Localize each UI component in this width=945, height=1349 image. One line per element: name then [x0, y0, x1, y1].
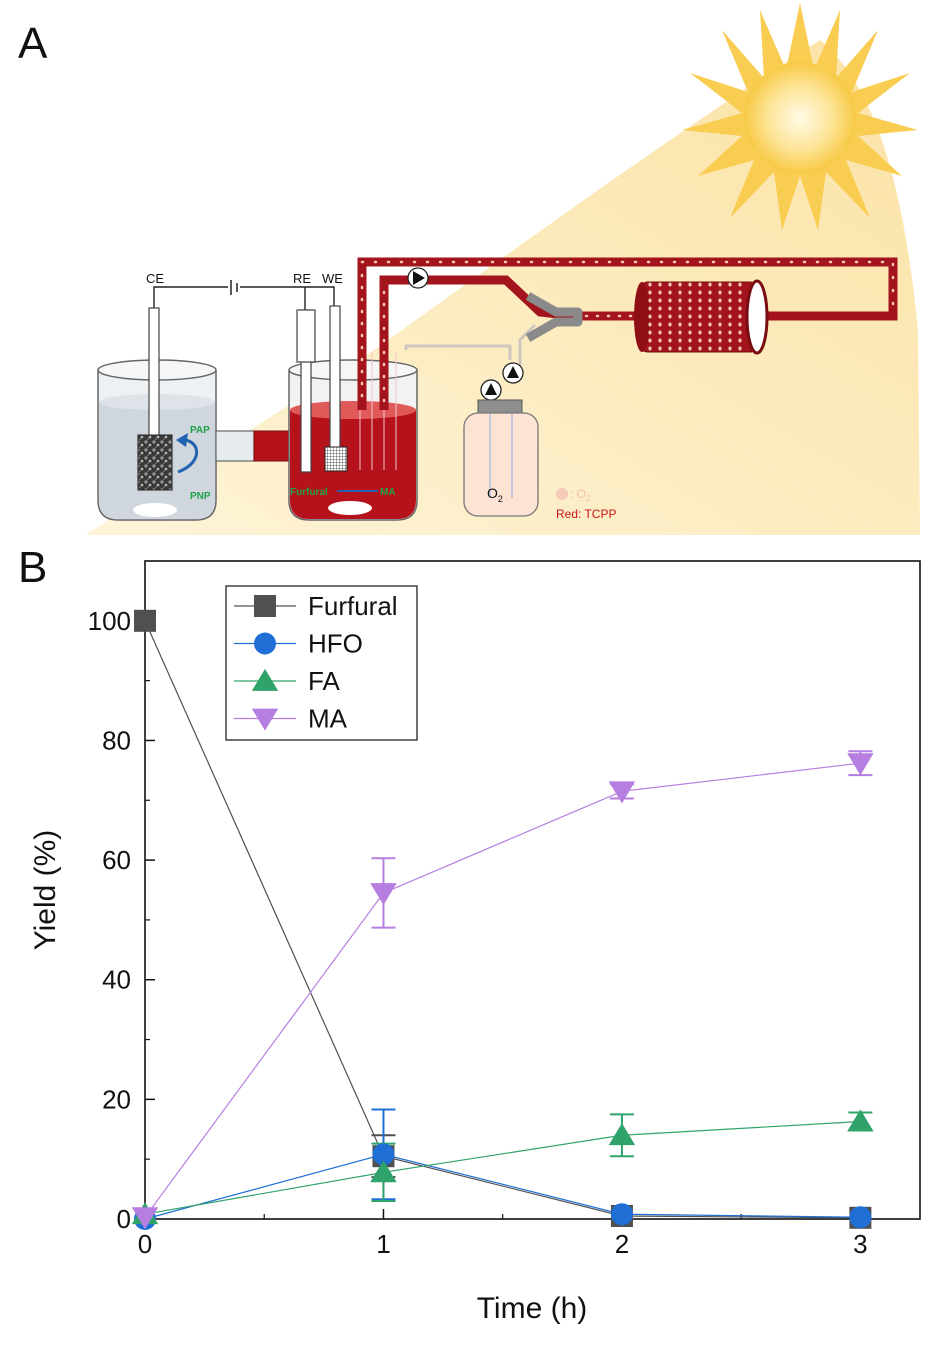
y-tick-label: 60 — [102, 845, 131, 875]
panel-a: A CE RE WE PAP PNP — [18, 3, 920, 535]
plot-frame — [144, 560, 921, 1220]
ma-cell-label: MA — [380, 487, 396, 498]
x-tick-label: 3 — [853, 1229, 867, 1259]
pnp-label: PNP — [190, 491, 211, 502]
conversion-arrow-head — [176, 433, 188, 447]
x-axis-label: Time (h) — [477, 1292, 588, 1325]
legend-label-furfural: Furfural — [308, 591, 398, 621]
point-fa — [847, 1109, 874, 1132]
legend-marker-ma — [251, 708, 279, 731]
salt-bridge — [215, 430, 255, 462]
right-stir-bar — [328, 501, 372, 515]
point-ma — [847, 753, 874, 776]
furfural-label: Furfural — [290, 487, 328, 498]
series-line-ma — [144, 762, 861, 1218]
x-tick-label: 1 — [376, 1229, 390, 1259]
legend-marker-fa — [251, 668, 279, 691]
y-tick-label: 80 — [102, 725, 131, 755]
foam-electrode — [137, 434, 173, 491]
y-tick-label: 40 — [102, 965, 131, 995]
y-tick-label: 20 — [102, 1084, 131, 1114]
we-electrode-rod — [329, 305, 341, 449]
coil-reactor — [634, 279, 769, 355]
x-tick-label: 2 — [615, 1229, 629, 1259]
point-ma — [131, 1207, 159, 1230]
panel-b-label: B — [18, 543, 47, 592]
left-stir-bar — [133, 503, 177, 517]
ce-label: CE — [146, 271, 164, 286]
legend-label-ma: MA — [308, 704, 348, 734]
legend-marker-furfural — [254, 595, 276, 617]
y-connector — [525, 292, 583, 342]
y-tick-label: 100 — [88, 606, 131, 636]
ce-electrode-rod — [148, 307, 160, 437]
series-line-hfo — [144, 1153, 861, 1220]
pump-arrow-right — [507, 366, 519, 378]
legend-label-fa: FA — [308, 666, 340, 696]
pap-label: PAP — [190, 425, 210, 436]
point-ma — [608, 781, 636, 804]
mesh-electrode — [324, 446, 348, 472]
o2-legend-text: : O2 — [570, 487, 591, 503]
point-ma — [370, 883, 397, 906]
series-line-furfural — [144, 620, 861, 1219]
tcpp-legend-text: Red: TCPP — [556, 507, 616, 521]
panel-b: B 0 1 2 3 0 20 40 60 80 100 Time (h) Yield (%) Fu… — [18, 543, 921, 1325]
sun-icon — [682, 3, 918, 230]
point-hfo — [372, 1143, 395, 1166]
we-label: WE — [322, 271, 343, 286]
oxygen-bottle: O2 — [463, 399, 539, 517]
y-axis-label: Yield (%) — [29, 830, 62, 951]
legend-marker-hfo — [254, 632, 276, 655]
point-furfural — [134, 609, 156, 632]
legend-label-hfo: HFO — [308, 629, 363, 659]
re-label: RE — [293, 271, 311, 286]
point-fa — [608, 1123, 636, 1146]
point-fa — [370, 1160, 397, 1183]
y-tick-label: 0 — [117, 1204, 131, 1234]
pump-arrow-top — [413, 271, 425, 285]
o2-bubble-legend-icon — [556, 488, 568, 500]
x-tick-label: 0 — [138, 1229, 152, 1259]
re-electrode-top — [296, 309, 316, 363]
circuit-wire — [153, 286, 335, 310]
left-cell: PAP PNP — [97, 307, 217, 521]
pump-arrow-left — [485, 383, 497, 395]
point-hfo — [610, 1203, 633, 1226]
salt-bridge-red — [253, 430, 291, 462]
series-line-fa — [144, 1120, 861, 1215]
o2-bottle-label: O2 — [487, 485, 503, 504]
yield-chart: 0 1 2 3 0 20 40 60 80 100 Time (h) Yield (%) Furf… — [29, 560, 921, 1325]
bubbles-left-tube — [360, 273, 386, 407]
panel-a-label: A — [18, 19, 48, 68]
point-hfo — [849, 1206, 872, 1229]
